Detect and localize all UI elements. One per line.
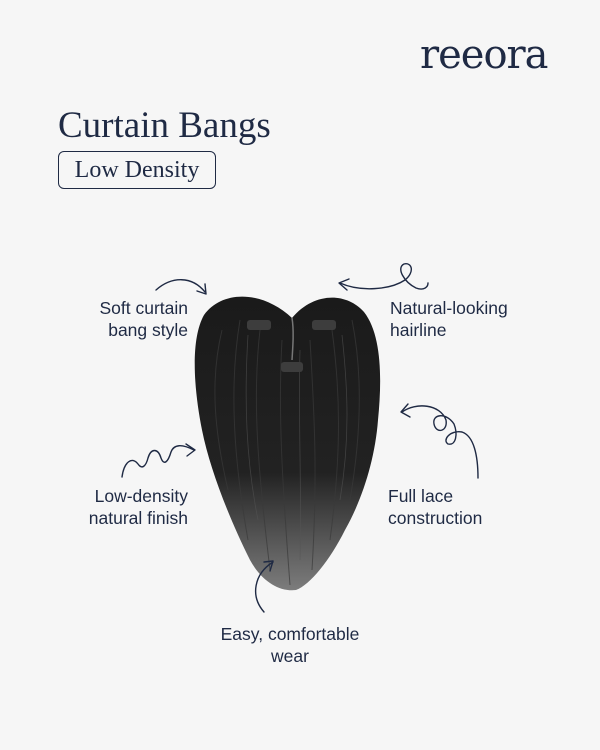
hair-topper-image [194, 296, 381, 591]
feature-natural-hairline-line2: hairline [390, 320, 447, 340]
clip-icon [312, 320, 336, 330]
brand-logo: reeora [420, 32, 549, 78]
feature-full-lace-line2: construction [388, 508, 483, 528]
feature-natural-hairline-line1: Natural-looking [390, 298, 508, 318]
arrow-soft-curtain-icon [155, 279, 207, 295]
clip-icon [247, 320, 271, 330]
feature-full-lace: Full lace construction [388, 485, 528, 529]
feature-easy-wear-line1: Easy, comfortable [220, 624, 360, 644]
feature-easy-wear-line2: wear [271, 646, 309, 666]
feature-soft-curtain-line2: bang style [108, 320, 188, 340]
feature-low-density: Low-density natural finish [50, 485, 188, 529]
feature-low-density-line1: Low-density [94, 486, 188, 506]
arrow-full-lace-icon [400, 403, 479, 479]
feature-easy-wear: Easy, comfortable wear [190, 623, 390, 667]
page-title: Curtain Bangs [58, 105, 271, 146]
feature-low-density-line2: natural finish [88, 508, 188, 528]
feature-soft-curtain: Soft curtain bang style [60, 297, 188, 341]
arrow-natural-hairline-icon [338, 263, 429, 291]
arrow-low-density-icon [121, 443, 196, 478]
density-badge: Low Density [58, 151, 216, 189]
feature-natural-hairline: Natural-looking hairline [390, 297, 550, 341]
feature-full-lace-line1: Full lace [388, 486, 454, 506]
feature-soft-curtain-line1: Soft curtain [99, 298, 188, 318]
clip-icon [281, 362, 303, 372]
arrow-easy-wear-icon [255, 560, 274, 613]
